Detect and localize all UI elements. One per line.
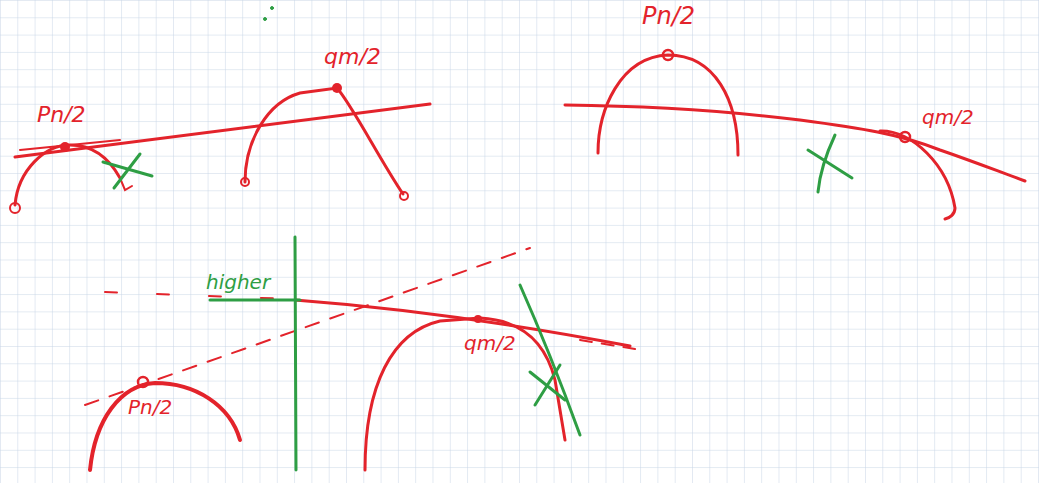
divider-line	[295, 237, 296, 470]
note-label: higher	[204, 271, 272, 293]
rejected-mark	[103, 7, 274, 189]
ink-dot	[264, 18, 267, 21]
hull-end	[400, 192, 408, 200]
upper-tangent	[15, 104, 430, 157]
right-hull	[880, 131, 955, 219]
ink-dot	[271, 7, 274, 10]
right-hull	[245, 88, 403, 194]
point-label: qm/2	[920, 106, 976, 128]
underline	[210, 299, 300, 302]
panel-three	[85, 248, 635, 470]
cross-stroke	[535, 365, 560, 405]
candidate-line	[580, 340, 635, 349]
point-marker	[900, 132, 910, 142]
rejected-curve	[520, 285, 580, 435]
right-hull	[365, 318, 565, 470]
candidate-line	[105, 292, 290, 299]
point-label: qm/2	[322, 45, 383, 69]
cross-stroke	[808, 150, 852, 178]
upper-tangent	[565, 105, 1025, 181]
panel-one	[10, 88, 430, 213]
point-marker	[332, 83, 342, 93]
point-label: qm/2	[462, 332, 518, 354]
point-marker	[138, 377, 148, 387]
point-marker	[663, 50, 673, 60]
panel-two	[565, 50, 1025, 219]
hull-end	[10, 203, 20, 213]
tangent-stroke	[20, 140, 120, 150]
candidate-line	[85, 248, 530, 405]
point-marker	[474, 315, 482, 323]
cross-stroke	[114, 154, 140, 188]
point-label: Pn/2	[35, 103, 88, 127]
point-marker	[60, 142, 70, 152]
hull-end	[241, 178, 249, 186]
point-label: Pn/2	[640, 3, 697, 29]
rejected-mark	[808, 135, 852, 192]
point-label: Pn/2	[126, 396, 174, 418]
